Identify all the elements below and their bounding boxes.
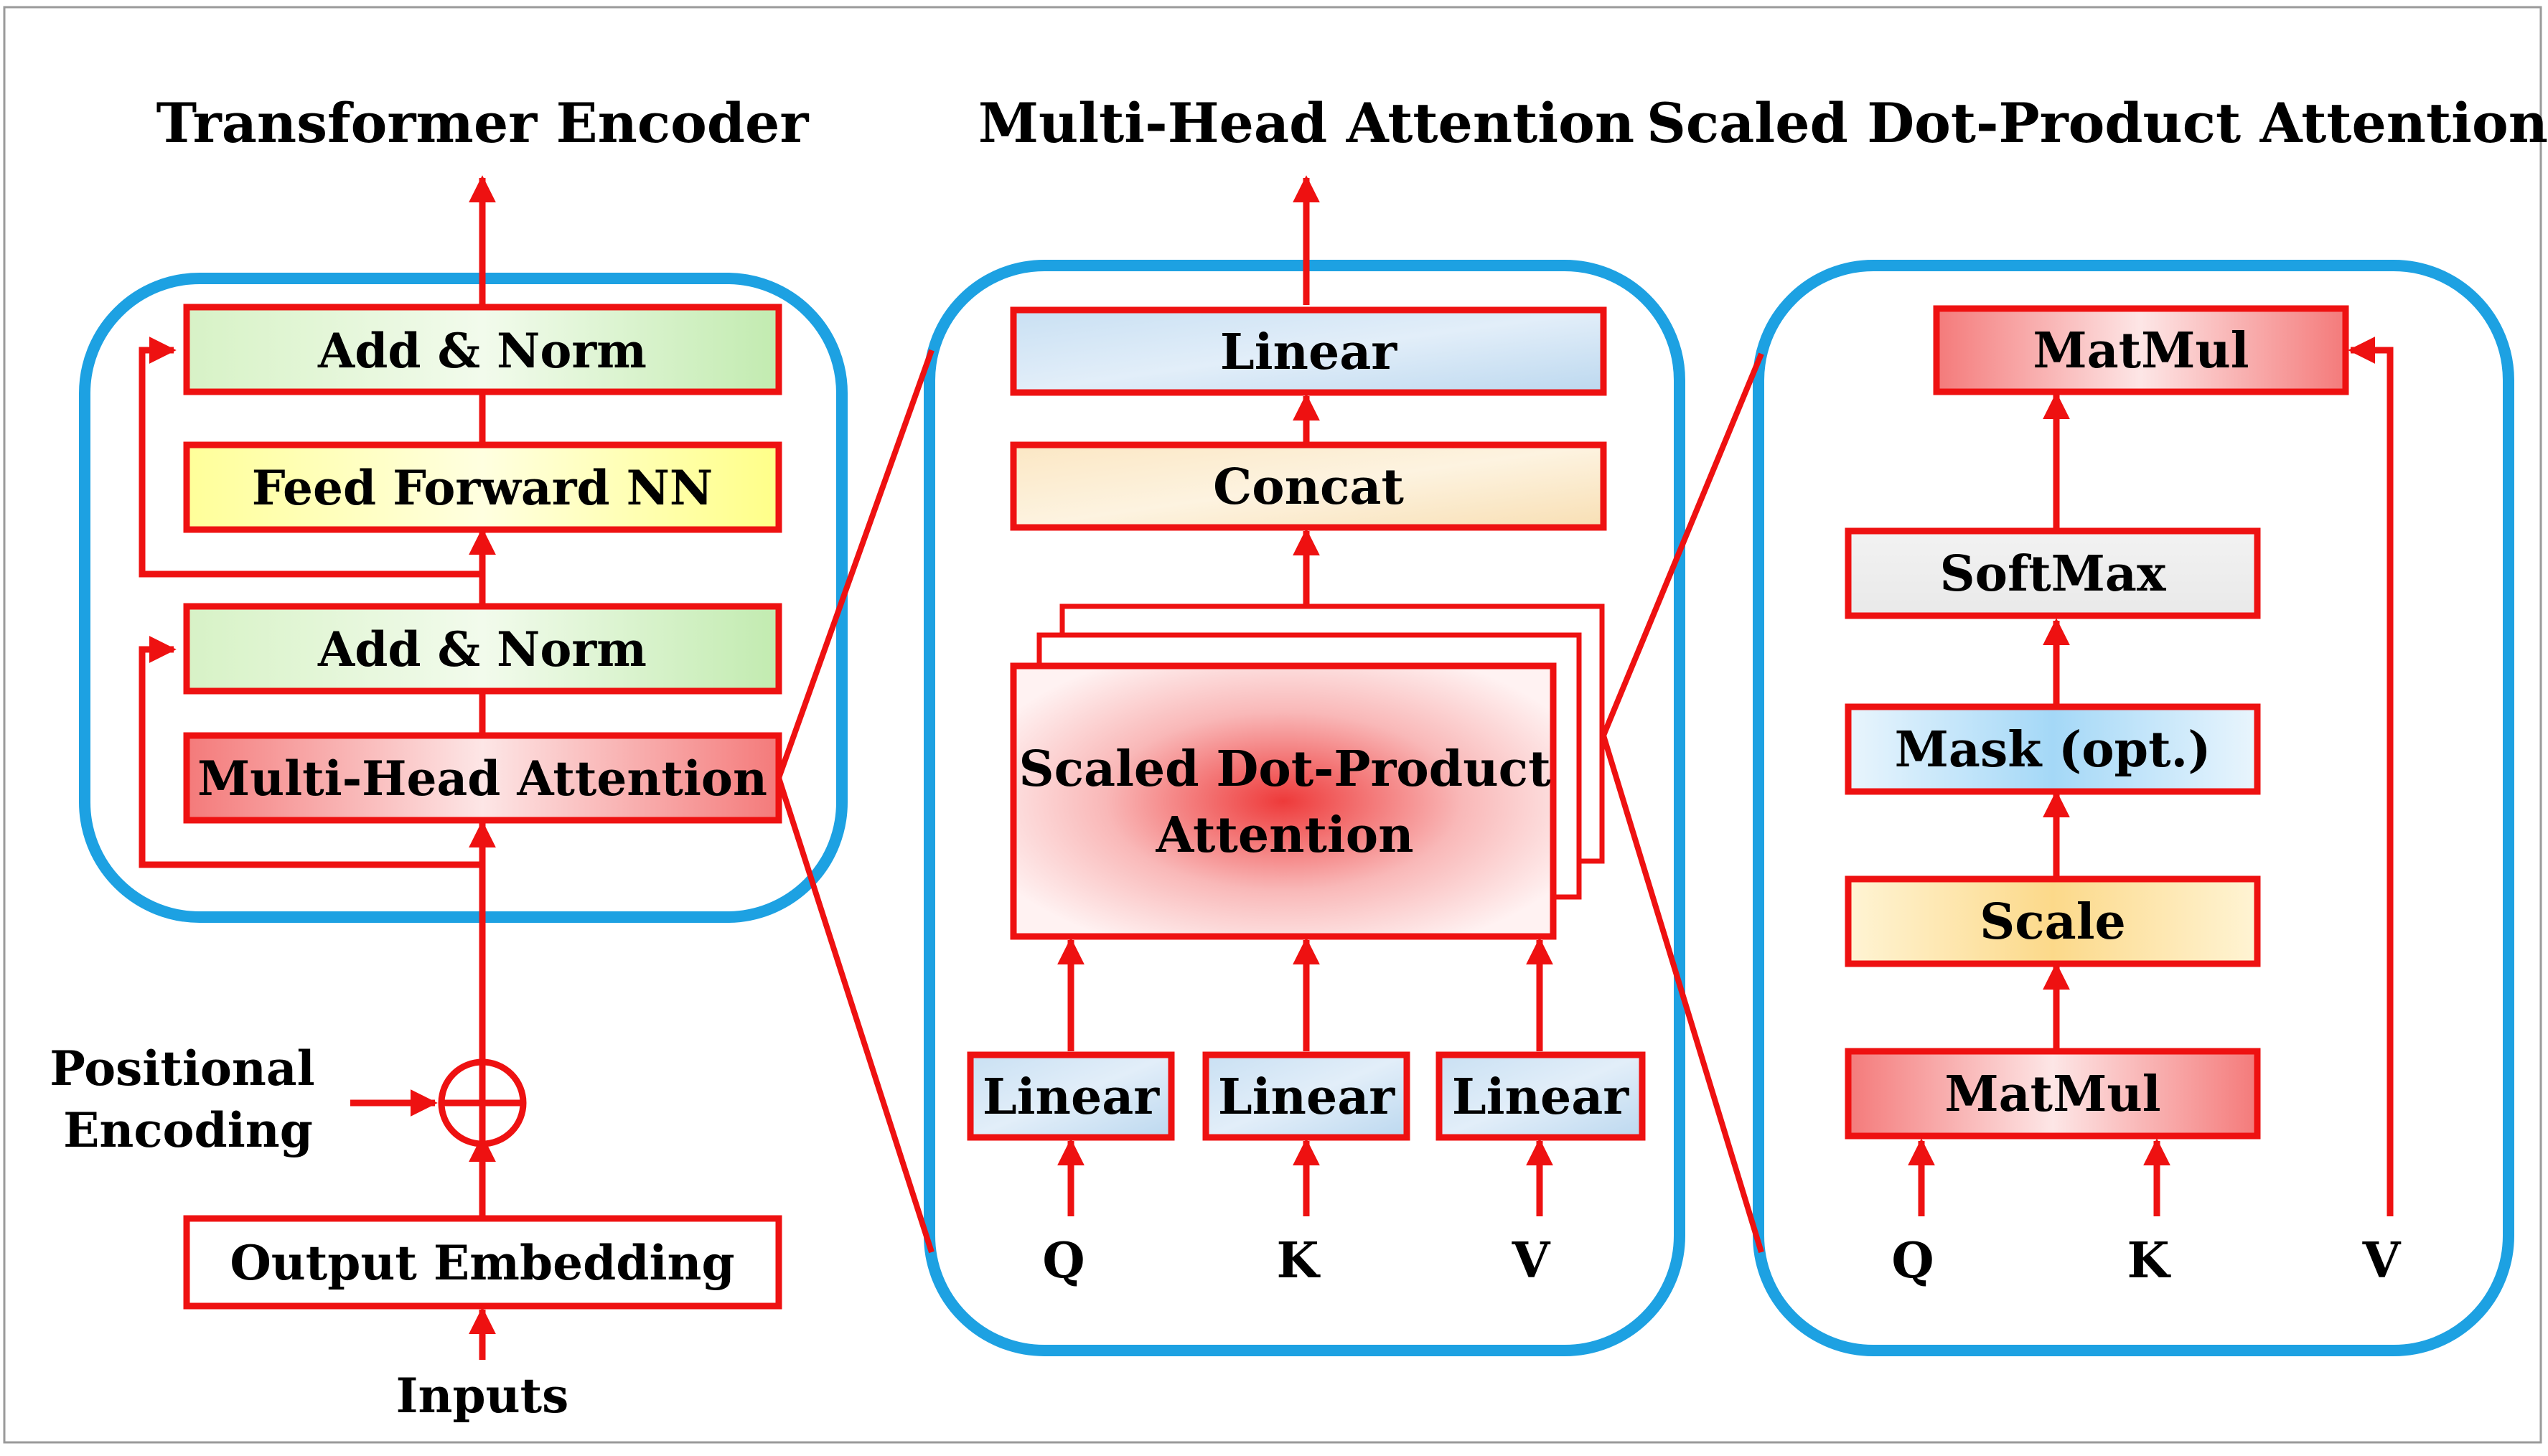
title-transformer-encoder: Transformer Encoder <box>156 91 810 155</box>
scaled-dot-matmul-bottom-label: MatMul <box>1944 1066 2160 1123</box>
multi-head-concat-label: Concat <box>1213 459 1404 516</box>
scaled-dot-v-label: V <box>2362 1232 2402 1290</box>
multi-head-linear-v: Linear <box>1435 1051 1646 1141</box>
outer-frame <box>3 6 2542 1444</box>
scaled-dot-scale: Scale <box>1845 875 2261 967</box>
encoder-multi-head-attention-label: Multi-Head Attention <box>197 751 767 807</box>
scaled-dot-softmax-label: SoftMax <box>1940 545 2166 603</box>
title-multi-head-attention: Multi-Head Attention <box>978 91 1634 155</box>
positional-encoding-plus-icon <box>438 1058 527 1147</box>
encoder-add-norm-top: Add & Norm <box>183 304 782 395</box>
encoder-arrows <box>139 175 496 1360</box>
scaled-dot-mask: Mask (opt.) <box>1845 703 2261 795</box>
scaled-dot-arrows <box>1908 337 2394 1216</box>
encoder-add-norm-top-label: Add & Norm <box>317 323 647 379</box>
multi-head-sdpa-stack: Scaled Dot-Product Attention <box>1010 603 1605 940</box>
encoder-add-norm-bottom-label: Add & Norm <box>317 621 647 677</box>
scaled-dot-matmul-bottom: MatMul <box>1845 1048 2261 1140</box>
title-scaled-dot-product-attention: Scaled Dot-Product Attention <box>1647 91 2548 155</box>
multi-head-k-label: K <box>1276 1232 1321 1290</box>
multi-head-q-label: Q <box>1042 1232 1085 1290</box>
multi-head-v-label: V <box>1512 1232 1551 1290</box>
encoder-add-norm-bottom: Add & Norm <box>183 603 782 695</box>
zoom-connectors <box>776 349 1764 1254</box>
scaled-dot-matmul-top-label: MatMul <box>2033 322 2249 380</box>
encoder-feed-forward: Feed Forward NN <box>183 441 782 533</box>
encoder-inputs-label: Inputs <box>396 1368 569 1424</box>
positional-encoding-label-line1: Positional <box>50 1041 315 1096</box>
multi-head-linear-top-label: Linear <box>1220 324 1397 381</box>
sdpa-label-line1: Scaled Dot-Product <box>1019 741 1552 798</box>
scaled-dot-softmax: SoftMax <box>1845 527 2261 619</box>
encoder-output-embedding-label: Output Embedding <box>230 1235 734 1291</box>
multi-head-linear-q-label: Linear <box>983 1068 1160 1126</box>
multi-head-concat: Concat <box>1010 441 1607 531</box>
multi-head-linear-v-label: Linear <box>1452 1068 1629 1126</box>
multi-head-arrows <box>1057 175 1553 1216</box>
scaled-dot-matmul-top: MatMul <box>1933 305 2349 395</box>
encoder-multi-head-attention: Multi-Head Attention <box>183 732 782 824</box>
encoder-output-embedding: Output Embedding <box>183 1215 782 1310</box>
multi-head-linear-q: Linear <box>967 1051 1175 1141</box>
scaled-dot-scale-label: Scale <box>1980 893 2126 951</box>
sdpa-label-line2: Attention <box>1155 807 1413 864</box>
multi-head-linear-top: Linear <box>1010 306 1607 396</box>
scaled-dot-q-label: Q <box>1891 1232 1934 1290</box>
scaled-dot-mask-label: Mask (opt.) <box>1895 721 2211 779</box>
sdpa-stack-front <box>1010 662 1557 940</box>
scaled-dot-panel <box>1753 260 2514 1356</box>
scaled-dot-k-label: K <box>2127 1232 2171 1290</box>
encoder-feed-forward-label: Feed Forward NN <box>252 460 713 516</box>
positional-encoding-label-line2: Encoding <box>63 1102 313 1158</box>
multi-head-linear-k-label: Linear <box>1218 1068 1395 1126</box>
multi-head-linear-k: Linear <box>1202 1051 1410 1141</box>
